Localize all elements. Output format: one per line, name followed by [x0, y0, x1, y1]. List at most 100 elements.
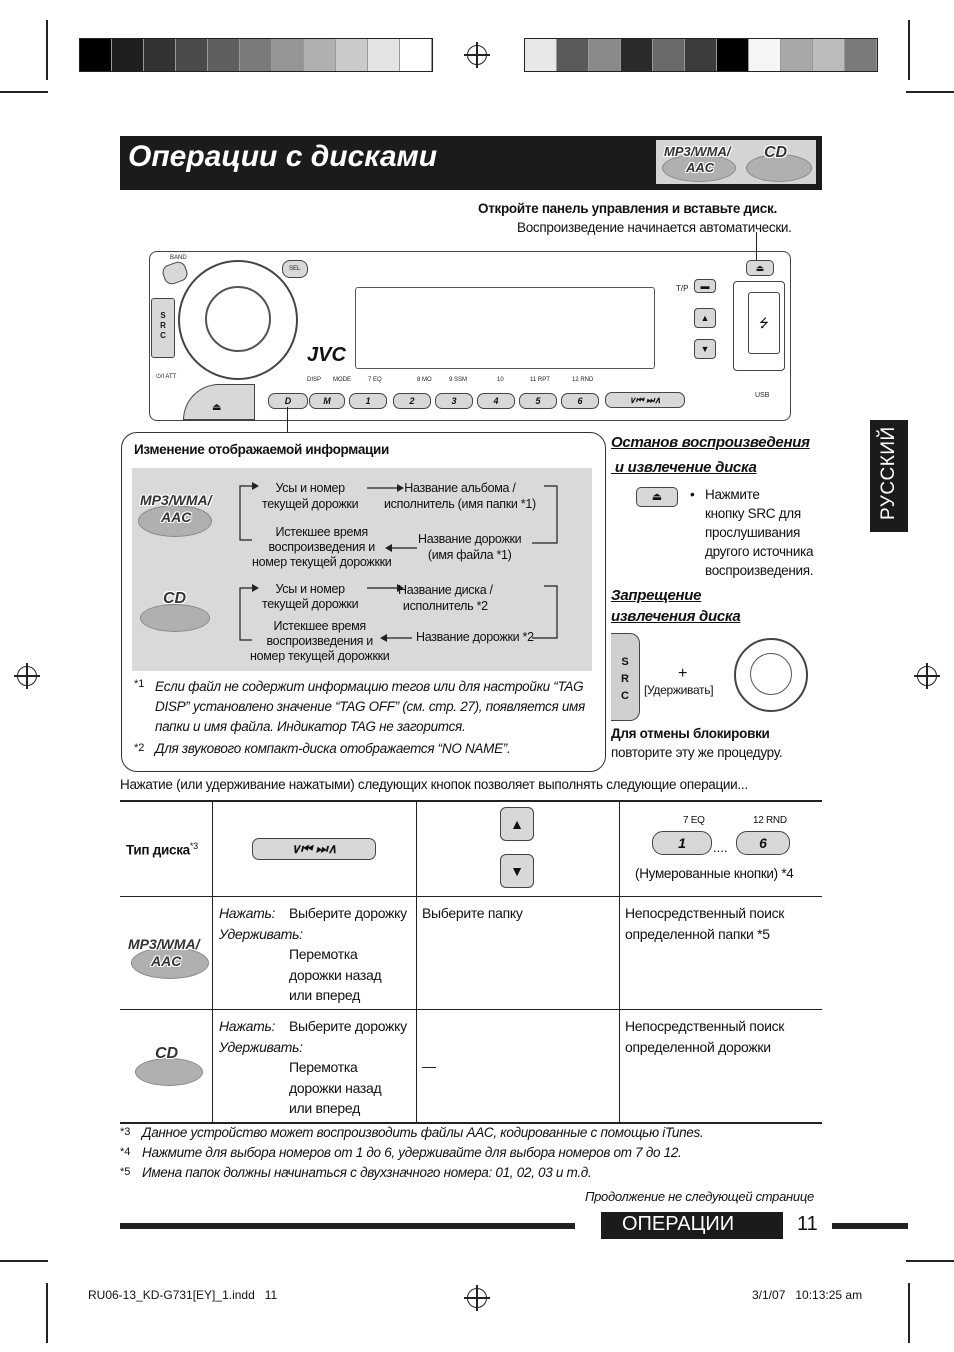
eject-button[interactable]: ⏏	[746, 260, 774, 276]
preset-button-3[interactable]: 3	[435, 393, 473, 409]
footnote-1: Если файл не содержит информацию тегов и…	[155, 679, 585, 734]
language-tab-label: РУССКИЙ	[878, 426, 899, 520]
preset-label: 10	[497, 377, 504, 383]
preset-button-4[interactable]: 4	[477, 393, 515, 409]
preset-button-m[interactable]: M	[309, 393, 345, 409]
language-tab: РУССКИЙ	[870, 420, 908, 532]
color-swatch	[144, 39, 176, 71]
crop-mark	[908, 20, 910, 80]
cd-state-time-track: Усы и номер текущей дорожки	[262, 582, 359, 611]
table-rule	[120, 800, 822, 802]
hold-label: Удерживать:	[219, 926, 303, 942]
hold-label: Удерживать:	[219, 1039, 303, 1055]
crop-mark	[906, 1260, 954, 1262]
color-swatch	[208, 39, 240, 71]
badge-cd: CD	[764, 144, 788, 161]
cd-state-track-title: Название дорожки *2	[416, 630, 534, 644]
footnote-mark: *2	[134, 742, 145, 754]
volume-knob-center	[205, 286, 271, 352]
badge-mp3: MP3/WMA/	[664, 144, 731, 159]
preset-button-2[interactable]: 2	[393, 393, 431, 409]
preset-button-5[interactable]: 5	[519, 393, 557, 409]
tp-button[interactable]: ▬	[694, 279, 716, 293]
up-button[interactable]: ▲	[694, 308, 716, 328]
dots: ....	[713, 840, 728, 855]
numbered-buttons-label: (Нумерованные кнопки) *4	[635, 866, 794, 881]
badge-cd: CD	[163, 590, 187, 607]
seek-buttons[interactable]: ∨⏮︎ ⏭︎∧	[605, 392, 685, 408]
sel-button[interactable]: SEL	[282, 260, 308, 278]
info-heading: Изменение отображаемой информации	[134, 442, 390, 457]
preset-1-button: 1	[652, 831, 712, 855]
bullet: •	[690, 487, 695, 502]
crop-mark	[0, 91, 48, 93]
preset-label: MODE	[333, 377, 351, 383]
table-rule	[120, 1122, 822, 1124]
color-bar-left	[79, 38, 433, 72]
press-value: Выберите дорожку	[289, 905, 407, 921]
eject-button: ⏏	[636, 487, 678, 507]
crop-mark	[46, 1283, 48, 1343]
preset-button-6[interactable]: 6	[561, 393, 599, 409]
footer-rule	[832, 1223, 908, 1229]
registration-mark-icon	[464, 1285, 490, 1311]
display-cycle-panel	[132, 468, 592, 671]
updown-action: Выберите папку	[422, 905, 523, 921]
hold-label: [Удерживать]	[644, 683, 714, 697]
badge-mp3: MP3/WMA/	[140, 492, 212, 508]
intro-text: Воспроизведение начинается автоматически…	[517, 220, 792, 235]
color-swatch	[685, 39, 717, 71]
color-swatch	[621, 39, 653, 71]
callout-line	[287, 407, 288, 432]
usb-icon: ⭍	[748, 292, 780, 354]
mp3-state-album-artist: Название альбома / исполнитель (имя папк…	[384, 481, 536, 511]
cancel-text: повторите эту же процедуру.	[611, 745, 783, 760]
mp3-disc-icon	[662, 154, 736, 182]
color-swatch	[589, 39, 621, 71]
registration-mark-icon	[464, 42, 490, 68]
badge-aac: AAC	[686, 160, 715, 175]
updown-action: —	[422, 1058, 436, 1074]
table-rule	[416, 800, 417, 1123]
registration-mark-icon	[914, 663, 940, 689]
color-swatch	[525, 39, 557, 71]
stop-eject-text: Нажмите кнопку SRC для прослушивания дру…	[705, 487, 814, 578]
color-swatch	[813, 39, 845, 71]
cycle-arrows	[239, 482, 558, 642]
intro-bold: Откройте панель управления и вставьте ди…	[478, 201, 777, 216]
mp3-state-elapsed: Истекшее время воспроизведения и номер т…	[252, 525, 392, 569]
footnote-mark: *5	[120, 1166, 131, 1178]
volume-knob-center	[750, 653, 792, 695]
plus-sign: +	[678, 665, 688, 682]
usb-label: USB	[755, 392, 770, 399]
crop-mark	[906, 91, 954, 93]
preset-label: 12 RND	[572, 377, 594, 383]
mp3-state-time-track: Усы и номер текущей дорожки	[262, 481, 359, 511]
src-letter: R	[160, 321, 166, 330]
down-button[interactable]: ▼	[694, 339, 716, 359]
color-swatch	[336, 39, 368, 71]
up-button: ▲	[500, 807, 534, 841]
color-swatch	[240, 39, 272, 71]
cd-disc-icon	[135, 1058, 203, 1086]
section-label: ОПЕРАЦИИ	[622, 1213, 735, 1235]
badge-cd: CD	[155, 1045, 179, 1062]
src-letter: C	[621, 690, 629, 702]
att-label: ⏻/I ATT	[156, 374, 177, 380]
footnote-2: Для звукового компакт-диска отображается…	[155, 741, 511, 756]
tp-label: T/P	[676, 284, 689, 293]
color-swatch	[717, 39, 749, 71]
cd-disc-icon	[140, 604, 210, 632]
preset-button-1[interactable]: 1	[349, 393, 387, 409]
callout-line	[756, 232, 757, 260]
src-letter: C	[160, 331, 166, 340]
src-letter: S	[621, 656, 629, 668]
color-swatch	[304, 39, 336, 71]
band-label: BAND	[170, 255, 187, 261]
numbered-action: Непосредственный поиск определенной доро…	[625, 1018, 785, 1055]
preset-label: 9 SSM	[449, 377, 468, 383]
preset-button-d[interactable]: D	[268, 393, 308, 409]
color-swatch	[272, 39, 304, 71]
badge-aac: AAC	[151, 953, 182, 969]
